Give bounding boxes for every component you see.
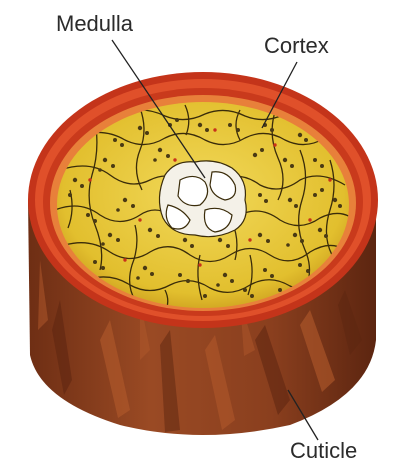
medulla-label: Medulla [56, 13, 133, 35]
cuticle-label: Cuticle [290, 440, 357, 462]
cortex-label: Cortex [264, 35, 329, 57]
medulla-region [159, 161, 246, 237]
